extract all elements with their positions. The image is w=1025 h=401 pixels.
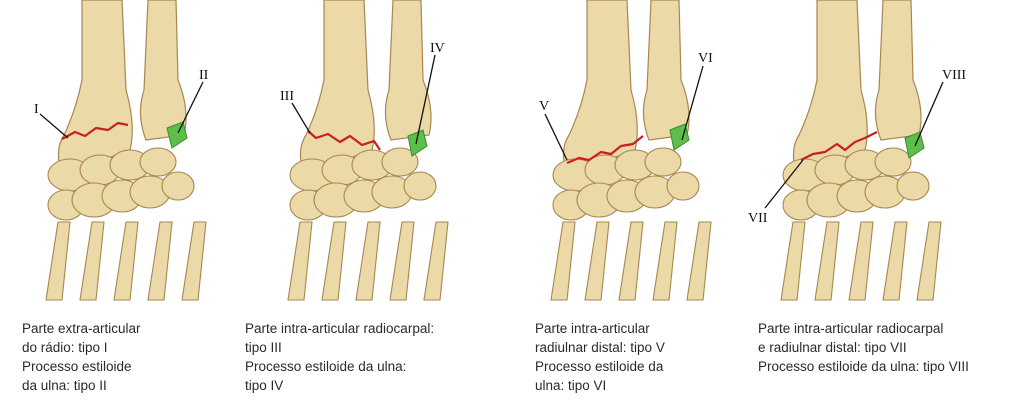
carpal-bone: [140, 148, 176, 176]
fracture-type-label: V: [539, 99, 549, 114]
caption-line: Parte intra-articular radiocarpal: [758, 319, 969, 338]
panel-caption: Parte intra-articular radiulnar distal: …: [535, 319, 665, 395]
panel-caption: Parte intra-articular radiocarpal e radi…: [758, 319, 969, 376]
panel-type-5: V VI Parte intra-articular radiulnar dis…: [505, 0, 755, 401]
wrist-illustration-2: III IV: [240, 0, 490, 310]
metacarpal-bone: [46, 222, 70, 300]
leader-line-fracture: [292, 103, 310, 133]
radius-bone: [58, 0, 132, 175]
metacarpal-bone: [182, 222, 206, 300]
radius-bone: [300, 0, 374, 175]
ulna-type-label: IV: [430, 41, 445, 56]
fracture-type-label: III: [280, 89, 294, 104]
caption-line: da ulna: tipo II: [22, 376, 141, 395]
metacarpal-bone: [80, 222, 104, 300]
caption-line: tipo IV: [245, 376, 434, 395]
caption-line: ulna: tipo VI: [535, 376, 665, 395]
leader-line-fracture: [545, 114, 567, 160]
caption-line: do rádio: tipo I: [22, 338, 141, 357]
ulna-bone: [385, 0, 431, 140]
metacarpal-bone: [551, 222, 575, 300]
ulna-bone: [643, 0, 689, 140]
fracture-type-label: I: [34, 102, 39, 117]
wrist-bones: [46, 0, 206, 300]
metacarpal-bone: [356, 222, 380, 300]
ulna-bone: [140, 0, 186, 140]
caption-line: tipo III: [245, 338, 434, 357]
caption-line: Processo estiloide da: [535, 357, 665, 376]
caption-line: Parte extra-articular: [22, 319, 141, 338]
metacarpal-bone: [585, 222, 609, 300]
panel-type-7: VII VIII Parte intra-articular radiocarp…: [745, 0, 1025, 401]
ulna-type-label: VI: [698, 51, 713, 66]
ulna-type-label: II: [199, 68, 209, 83]
metacarpal-bone: [883, 222, 907, 300]
panel-type-1: I II Parte extra-articular do rádio: tip…: [0, 0, 250, 401]
wrist-illustration-3: V VI: [505, 0, 755, 310]
carpal-bone: [404, 172, 436, 200]
metacarpal-bone: [917, 222, 941, 300]
fracture-type-label: VII: [748, 211, 768, 226]
metacarpal-bone: [322, 222, 346, 300]
metacarpal-bone: [849, 222, 873, 300]
leader-line-fracture: [40, 114, 68, 138]
panel-type-3: III IV Parte intra-articular radiocarpal…: [240, 0, 490, 401]
metacarpal-bone: [390, 222, 414, 300]
carpal-bone: [162, 172, 194, 200]
carpal-bone: [645, 148, 681, 176]
metacarpal-bone: [424, 222, 448, 300]
metacarpal-bone: [781, 222, 805, 300]
carpal-bone: [875, 148, 911, 176]
wrist-illustration-1: I II: [0, 0, 250, 310]
carpal-bone: [897, 172, 929, 200]
carpal-bone: [667, 172, 699, 200]
panel-caption: Parte extra-articular do rádio: tipo I P…: [22, 319, 141, 395]
metacarpal-bone: [148, 222, 172, 300]
caption-line: Parte intra-articular: [535, 319, 665, 338]
panel-caption: Parte intra-articular radiocarpal: tipo …: [245, 319, 434, 395]
metacarpal-bone: [687, 222, 711, 300]
metacarpal-bone: [114, 222, 138, 300]
wrist-bones: [288, 0, 448, 300]
caption-line: radiulnar distal: tipo V: [535, 338, 665, 357]
caption-line: Processo estiloide da ulna:: [245, 357, 434, 376]
wrist-bones: [551, 0, 711, 300]
metacarpal-bone: [653, 222, 677, 300]
ulna-type-label: VIII: [942, 68, 966, 83]
metacarpal-bone: [619, 222, 643, 300]
wrist-illustration-4: VII VIII: [745, 0, 1025, 310]
ulna-bone: [875, 0, 921, 140]
metacarpal-bone: [815, 222, 839, 300]
caption-line: Processo estiloide da ulna: tipo VIII: [758, 357, 969, 376]
metacarpal-bone: [288, 222, 312, 300]
caption-line: e radiulnar distal: tipo VII: [758, 338, 969, 357]
caption-line: Parte intra-articular radiocarpal:: [245, 319, 434, 338]
radius-bone: [563, 0, 637, 175]
caption-line: Processo estiloide: [22, 357, 141, 376]
